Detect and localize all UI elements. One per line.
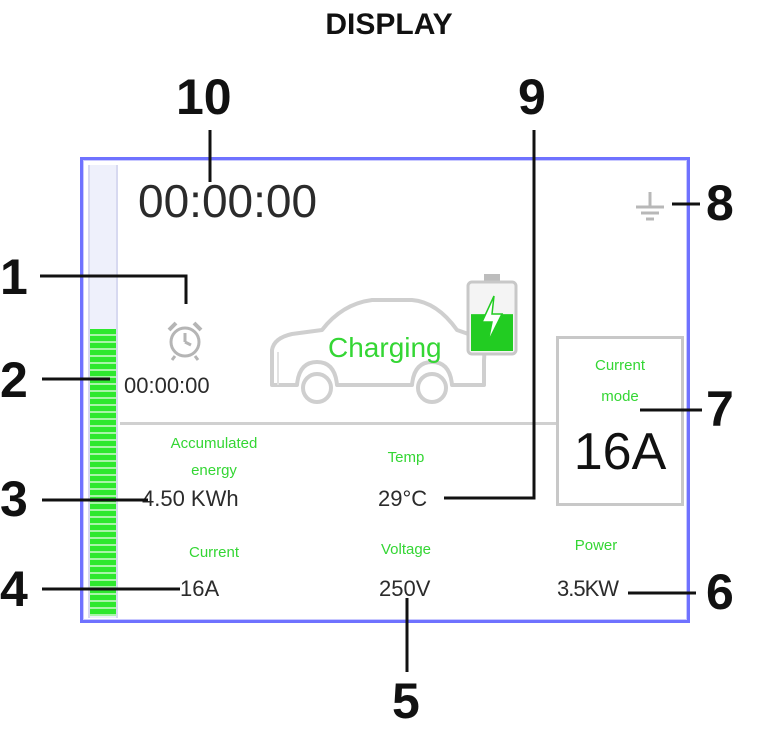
ground-icon bbox=[636, 192, 664, 221]
charge-timer: 00:00:00 bbox=[124, 373, 210, 398]
battery-charging-icon bbox=[466, 274, 518, 356]
alarm-clock-icon bbox=[167, 321, 203, 361]
screen-divider bbox=[120, 422, 556, 425]
current-value: 16A bbox=[180, 576, 220, 601]
charge-level-bar-fill bbox=[90, 328, 116, 616]
voltage-value: 250V bbox=[379, 576, 431, 601]
car-outline-icon bbox=[270, 298, 487, 404]
current-mode-value: 16A bbox=[573, 423, 667, 481]
current-mode-label-line2: mode bbox=[601, 388, 639, 405]
clock-display: 00:00:00 bbox=[138, 175, 318, 227]
callout-10: 10 bbox=[176, 69, 232, 125]
energy-value: 4.50 KWh bbox=[142, 486, 239, 511]
charging-status: Charging bbox=[328, 332, 442, 363]
leader-line-1 bbox=[40, 274, 188, 304]
energy-label-line2: energy bbox=[191, 462, 237, 479]
callout-1: 1 bbox=[0, 249, 28, 305]
voltage-label: Voltage bbox=[380, 541, 432, 558]
callout-6: 6 bbox=[706, 564, 734, 620]
callout-3: 3 bbox=[0, 471, 28, 527]
current-mode-label-line1: Current bbox=[594, 357, 646, 374]
callout-8: 8 bbox=[706, 175, 734, 231]
callout-7: 7 bbox=[706, 381, 734, 437]
power-label: Power bbox=[574, 537, 618, 554]
callout-4: 4 bbox=[0, 561, 28, 617]
diagram-title: DISPLAY bbox=[325, 8, 453, 41]
display-screen bbox=[80, 157, 690, 623]
energy-label-line1: Accumulated bbox=[170, 435, 258, 452]
temp-label: Temp bbox=[387, 449, 425, 466]
current-label: Current bbox=[188, 544, 240, 561]
power-value: 3.5KW bbox=[557, 576, 619, 601]
temp-value: 29°C bbox=[378, 486, 428, 511]
current-mode-box bbox=[556, 336, 684, 506]
callout-2: 2 bbox=[0, 352, 28, 408]
leader-line-9 bbox=[444, 130, 536, 500]
callout-5: 5 bbox=[392, 673, 420, 729]
callout-9: 9 bbox=[518, 69, 546, 125]
